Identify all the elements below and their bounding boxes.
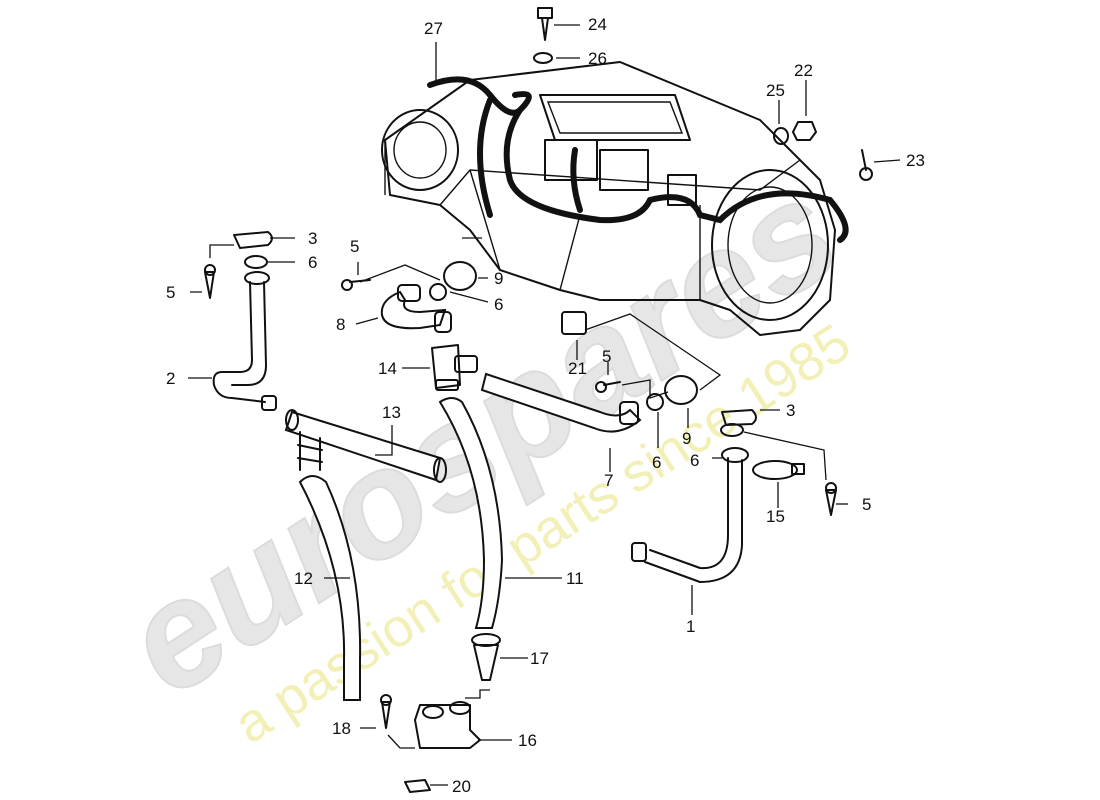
callout-27: 27 (424, 19, 443, 38)
callout-5: 5 (602, 347, 611, 366)
part-16-bracket (414, 701, 481, 749)
part-1-pipe (631, 447, 749, 583)
part-13-hose (284, 409, 447, 483)
callout-3: 3 (786, 401, 795, 420)
callout-5: 5 (166, 283, 175, 302)
callout-25: 25 (766, 81, 785, 100)
callout-16: 16 (518, 731, 537, 750)
callout-2: 2 (166, 369, 175, 388)
part-14-t-piece (431, 344, 478, 391)
part-15-clamp (752, 460, 805, 480)
part-2-pipe (212, 271, 277, 411)
callout-24: 24 (588, 15, 607, 34)
part-11-hose (438, 397, 504, 629)
callout-15: 15 (766, 507, 785, 526)
callout-3: 3 (308, 229, 317, 248)
callout-6: 6 (494, 295, 503, 314)
leader-lines (188, 24, 901, 786)
callout-labels: 3 6 5 5 9 6 8 2 14 13 21 5 3 9 6 6 7 5 1… (166, 15, 925, 796)
hardware (204, 7, 873, 729)
callout-6: 6 (690, 451, 699, 470)
callout-18: 18 (332, 719, 351, 738)
callout-13: 13 (382, 403, 401, 422)
part-7-hose (480, 372, 642, 433)
callout-7: 7 (604, 471, 613, 490)
callout-14: 14 (378, 359, 397, 378)
callout-6: 6 (652, 453, 661, 472)
callout-1: 1 (686, 617, 695, 636)
callout-26: 26 (588, 49, 607, 68)
part-8-hose (380, 284, 452, 333)
watermark-logo: eurospares (96, 145, 866, 726)
callout-9: 9 (494, 269, 503, 288)
part-21-connector (561, 311, 587, 335)
heater-box (381, 61, 849, 336)
callout-22: 22 (794, 61, 813, 80)
callout-20: 20 (452, 777, 471, 796)
part-12-hose (298, 475, 362, 701)
callout-21: 21 (568, 359, 587, 378)
callout-6: 6 (308, 253, 317, 272)
callout-23: 23 (906, 151, 925, 170)
part-20-clip (404, 779, 431, 793)
callout-11: 11 (566, 569, 584, 588)
callout-12: 12 (294, 569, 313, 588)
callout-9: 9 (682, 429, 691, 448)
callout-17: 17 (530, 649, 549, 668)
part-17-valve (471, 633, 501, 681)
callout-5: 5 (350, 237, 359, 256)
callout-8: 8 (336, 315, 345, 334)
callout-5: 5 (862, 495, 871, 514)
